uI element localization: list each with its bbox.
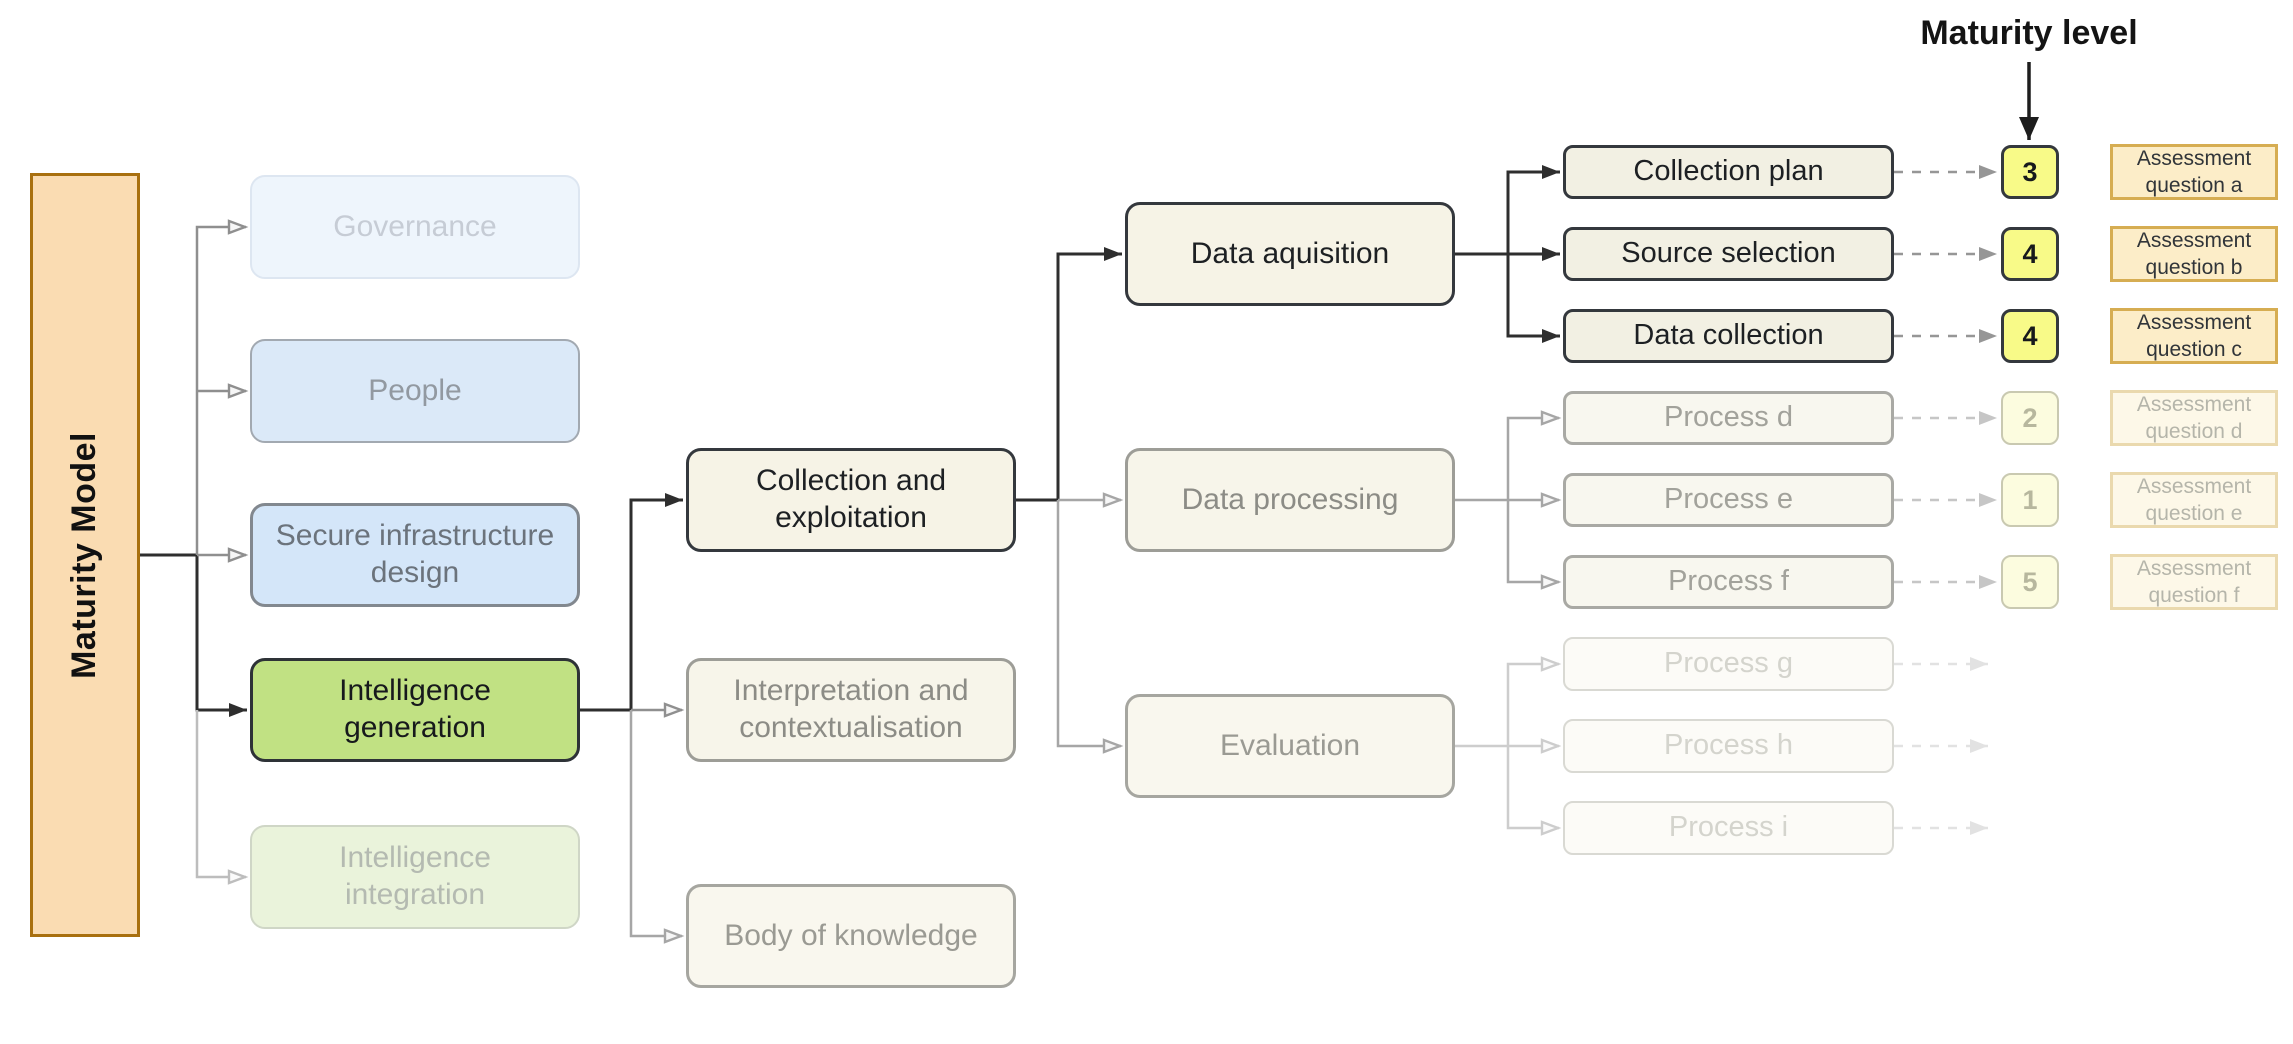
assessment-question-b: Assessment question b: [2110, 226, 2278, 282]
node-label: Evaluation: [1219, 728, 1361, 762]
connector-root-to-intelligence-generation: [195, 555, 247, 717]
assessment-label: Assessment question a: [2136, 146, 2252, 197]
dashed-links-muted: [1894, 411, 1997, 589]
node-maturity-model: Maturity Model: [30, 173, 140, 937]
node-evaluation: Evaluation: [1125, 694, 1455, 798]
node-body-of-knowledge: Body of knowledge: [686, 884, 1016, 988]
maturity-level-badge-f: 5: [2001, 555, 2059, 609]
maturity-level-label: Maturity level: [1920, 14, 2138, 52]
node-process-e: Process e: [1563, 473, 1894, 527]
connector-to-evaluation: [1056, 500, 1124, 754]
node-governance: Governance: [250, 175, 580, 279]
node-label: Process d: [1664, 401, 1793, 434]
maturity-level-badge-e: 1: [2001, 473, 2059, 527]
node-collection-and-exploitation: Collection and exploitation: [686, 448, 1016, 552]
node-label: Process f: [1668, 565, 1789, 598]
assessment-label: Assessment question d: [2136, 392, 2252, 443]
node-label: Data aquisition: [1190, 236, 1390, 270]
node-secure-infrastructure-design: Secure infrastructure design: [250, 503, 580, 607]
assessment-question-a: Assessment question a: [2110, 144, 2278, 200]
assessment-question-f: Assessment question f: [2110, 554, 2278, 610]
node-label: Data processing: [1181, 482, 1399, 516]
node-label: Body of knowledge: [724, 918, 978, 952]
assessment-label: Assessment question b: [2136, 228, 2252, 279]
node-intelligence-integration: Intelligence integration: [250, 825, 580, 929]
assessment-label: Assessment question e: [2136, 474, 2252, 525]
assessment-question-d: Assessment question d: [2110, 390, 2278, 446]
node-label: Collection plan: [1633, 155, 1824, 188]
maturity-level-value: 4: [2022, 238, 2038, 269]
maturity-level-badge-c: 4: [2001, 309, 2059, 363]
dashed-links-ghost: [1894, 657, 1988, 835]
connector-evaluation-to-process-i: [1506, 746, 1562, 836]
node-label: People: [368, 373, 462, 407]
maturity-level-value: 2: [2022, 402, 2038, 433]
node-data-processing: Data processing: [1125, 448, 1455, 552]
node-people: People: [250, 339, 580, 443]
node-source-selection: Source selection: [1563, 227, 1894, 281]
node-process-d: Process d: [1563, 391, 1894, 445]
connector-root-to-intelligence-integration: [195, 710, 249, 885]
maturity-level-badge-b: 4: [2001, 227, 2059, 281]
node-label: Maturity Model: [65, 431, 104, 679]
node-label: Interpretation and contextualisation: [733, 674, 969, 744]
maturity-level-badge-a: 3: [2001, 145, 2059, 199]
connector-data-processing-to-process-d: [1455, 410, 1562, 502]
node-process-h: Process h: [1563, 719, 1894, 773]
node-process-f: Process f: [1563, 555, 1894, 609]
node-label: Secure infrastructure design: [275, 519, 555, 589]
connector-root-to-governance: [195, 219, 249, 555]
connector-data-aquisition-to-collection-plan: [1455, 165, 1560, 256]
node-label: Intelligence generation: [339, 674, 491, 744]
connector-intelligence-generation-to-collection-exploitation: [580, 493, 683, 712]
connector-data-aquisition-to-data-collection: [1506, 254, 1560, 343]
node-label: Process g: [1664, 647, 1793, 680]
connector-collection-exploitation-to-data-aquisition: [1016, 247, 1122, 502]
node-label: Process i: [1668, 811, 1789, 844]
connector-data-processing-to-process-f: [1506, 500, 1562, 590]
connectors-faded: [1455, 656, 1562, 836]
maturity-level-value: 4: [2022, 320, 2038, 351]
assessment-question-c: Assessment question c: [2110, 308, 2278, 364]
node-label: Governance: [333, 209, 497, 243]
node-interpretation-and-contextualisation: Interpretation and contextualisation: [686, 658, 1016, 762]
assessment-question-e: Assessment question e: [2110, 472, 2278, 528]
maturity-level-value: 5: [2022, 566, 2038, 597]
maturity-level-badge-d: 2: [2001, 391, 2059, 445]
node-label: Process h: [1664, 729, 1793, 762]
connector-evaluation-to-process-g: [1455, 656, 1562, 748]
connectors-gray: [195, 219, 685, 718]
node-label: Source selection: [1621, 237, 1836, 270]
node-label: Intelligence integration: [339, 841, 491, 911]
maturity-level-value: 1: [2022, 484, 2038, 515]
node-label: Collection and exploitation: [755, 464, 947, 534]
node-process-i: Process i: [1563, 801, 1894, 855]
node-data-aquisition: Data aquisition: [1125, 202, 1455, 306]
node-process-g: Process g: [1563, 637, 1894, 691]
node-label: Process e: [1664, 483, 1793, 516]
assessment-label: Assessment question c: [2136, 310, 2252, 361]
node-collection-plan: Collection plan: [1563, 145, 1894, 199]
assessment-label: Assessment question f: [2136, 556, 2252, 607]
node-data-collection: Data collection: [1563, 309, 1894, 363]
node-label: Data collection: [1633, 319, 1824, 352]
node-intelligence-generation: Intelligence generation: [250, 658, 580, 762]
maturity-level-value: 3: [2022, 156, 2038, 187]
connector-to-body-of-knowledge: [629, 710, 685, 944]
dashed-links-active: [1894, 165, 1997, 343]
